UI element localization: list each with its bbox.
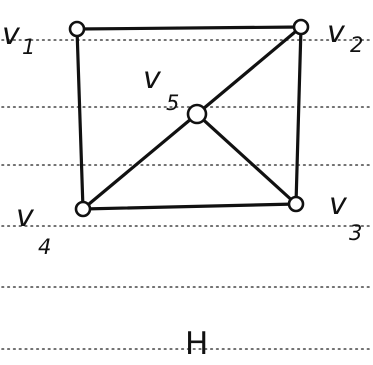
vertex-v3 bbox=[287, 195, 305, 213]
graph-name: H bbox=[185, 326, 208, 362]
vertex-index-v4: 4 bbox=[38, 235, 51, 259]
edge-v5-v4 bbox=[81, 112, 199, 211]
edge-v4-v3 bbox=[81, 202, 298, 211]
vertex-index-v1: 1 bbox=[22, 35, 35, 59]
edge-v2-v5 bbox=[195, 25, 303, 116]
vertex-v1 bbox=[68, 20, 86, 38]
graph-edges bbox=[75, 25, 303, 211]
edge-v1-v4 bbox=[75, 27, 85, 211]
vertex-label-v4: v bbox=[16, 199, 35, 234]
edge-v2-v3 bbox=[294, 25, 303, 206]
graph-vertices bbox=[68, 18, 310, 218]
ruled-lines bbox=[1, 39, 372, 350]
vertex-index-v3: 3 bbox=[349, 221, 362, 245]
vertex-v4 bbox=[74, 200, 92, 218]
vertex-label-v2: v bbox=[327, 15, 346, 50]
vertex-label-v5: v bbox=[143, 61, 162, 96]
edge-v1-v2 bbox=[75, 25, 303, 31]
vertex-label-v1: v bbox=[2, 17, 21, 52]
vertex-label-v3: v bbox=[329, 187, 348, 222]
vertex-v5 bbox=[186, 103, 208, 125]
vertex-v2 bbox=[292, 18, 310, 36]
vertex-index-v5: 5 bbox=[166, 91, 179, 115]
edge-v5-v3 bbox=[195, 112, 298, 206]
vertex-index-v2: 2 bbox=[350, 33, 363, 57]
